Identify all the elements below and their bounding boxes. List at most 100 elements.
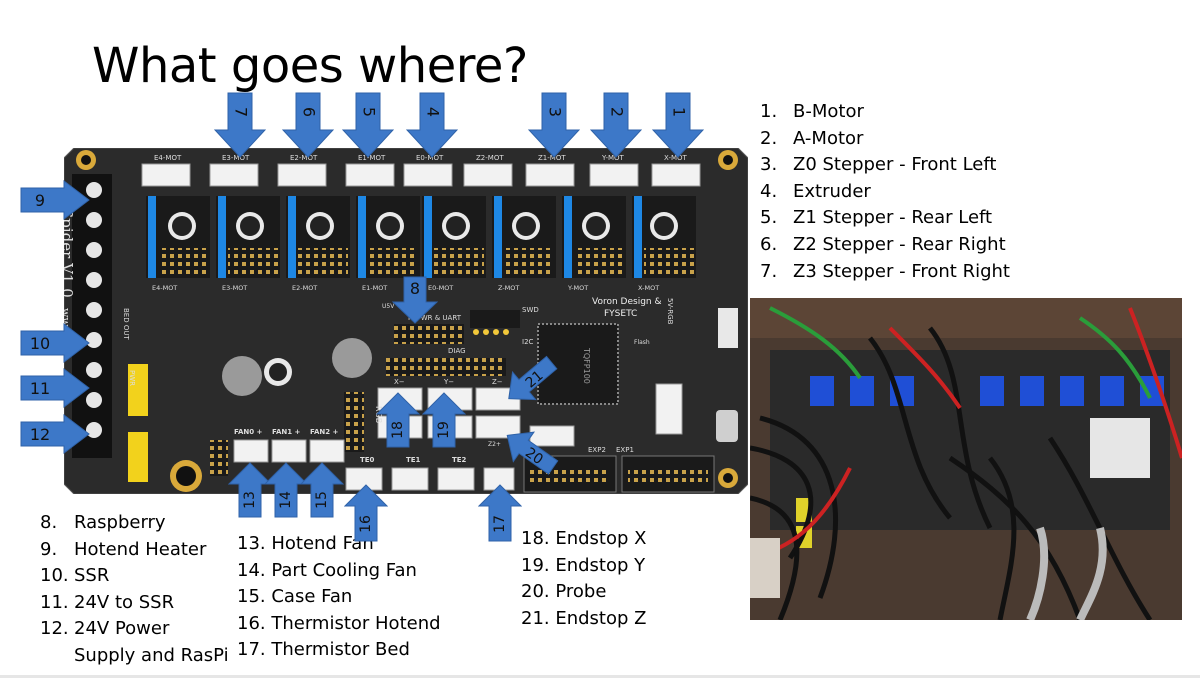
legend-item: 1.B-Motor (760, 101, 864, 122)
svg-text:4: 4 (424, 107, 443, 117)
legend-item: 16. Thermistor Hotend (237, 612, 441, 634)
svg-text:19: 19 (436, 421, 452, 439)
svg-text:5V-RGB: 5V-RGB (666, 298, 674, 325)
svg-text:15: 15 (314, 491, 330, 509)
svg-text:Z2+: Z2+ (488, 441, 501, 448)
svg-text:16: 16 (358, 515, 374, 533)
callout-arrow-3: 3 (528, 92, 580, 158)
callout-arrow-9: 9 (20, 180, 90, 220)
svg-text:E2-MOT: E2-MOT (292, 284, 317, 292)
svg-text:TE2: TE2 (452, 456, 467, 464)
svg-text:10: 10 (30, 334, 50, 353)
legend-item: 19. Endstop Y (521, 554, 646, 576)
legend-item: 11.24V to SSR (40, 591, 175, 613)
svg-text:PWR: PWR (128, 370, 136, 386)
svg-text:6: 6 (300, 107, 319, 117)
callout-arrow-7: 7 (214, 92, 266, 158)
callout-arrow-20: 20 (506, 431, 559, 475)
legend-item: 2.A-Motor (760, 127, 864, 149)
legend-item: 7.Z3 Stepper - Front Right (760, 260, 1010, 282)
svg-text:E2-MOT: E2-MOT (290, 154, 318, 162)
svg-text:E3-MOT: E3-MOT (222, 154, 250, 162)
callout-arrow-2: 2 (590, 92, 642, 158)
callout-arrow-19: 19 (422, 392, 466, 448)
legend-item-continuation: Supply and RasPi (74, 644, 229, 666)
stepper-legend-list: 1.B-Motor 2.A-Motor 3.Z0 Stepper - Front… (760, 99, 1010, 285)
svg-text:www.: www. (64, 308, 72, 338)
svg-text:I2C: I2C (522, 338, 534, 346)
svg-text:FYSETC: FYSETC (604, 309, 637, 319)
svg-text:14: 14 (278, 491, 294, 509)
svg-text:SWD: SWD (522, 306, 539, 314)
svg-text:Spider V1.0: Spider V1.0 (64, 208, 76, 298)
svg-text:Z-MOT: Z-MOT (498, 284, 519, 292)
callout-arrow-1: 1 (652, 92, 704, 158)
svg-text:EXP1: EXP1 (616, 446, 634, 454)
slide-bottom-rule (0, 675, 1200, 678)
svg-text:U5V: U5V (382, 303, 395, 310)
callout-arrow-12: 12 (20, 414, 90, 454)
svg-text:9: 9 (35, 191, 45, 210)
legend-item: 6.Z2 Stepper - Rear Right (760, 233, 1006, 255)
svg-text:E1-MOT: E1-MOT (358, 154, 386, 162)
svg-text:E0-MOT: E0-MOT (416, 154, 444, 162)
stepper-driver-row (146, 196, 696, 278)
legend-item: 9.Hotend Heater (40, 538, 207, 560)
callout-arrow-4: 4 (406, 92, 458, 158)
legend-item: 17. Thermistor Bed (237, 639, 410, 661)
svg-text:11: 11 (30, 379, 50, 398)
svg-text:TE0: TE0 (360, 456, 375, 464)
svg-text:FAN0 +: FAN0 + (234, 428, 263, 436)
svg-text:X−: X− (394, 378, 405, 386)
svg-text:Flash: Flash (634, 339, 650, 346)
svg-text:3: 3 (546, 107, 565, 117)
endstop-legend-list: 18. Endstop X 19. Endstop Y 20. Probe 21… (521, 526, 646, 632)
callout-arrow-13: 13 (228, 462, 272, 518)
svg-text:BED OUT: BED OUT (122, 308, 130, 340)
svg-text:2: 2 (608, 107, 627, 117)
svg-text:1: 1 (670, 107, 689, 117)
fan-legend-list: 13. Hotend Fan 14. Part Cooling Fan 15. … (237, 531, 441, 664)
svg-text:Z2-MOT: Z2-MOT (476, 154, 504, 162)
legend-item: 8.Raspberry (40, 512, 166, 533)
svg-text:Z−: Z− (492, 378, 503, 386)
svg-text:E1-MOT: E1-MOT (362, 284, 387, 292)
svg-text:8: 8 (410, 279, 420, 298)
svg-text:Y-MOT: Y-MOT (567, 284, 588, 292)
svg-text:5: 5 (360, 107, 379, 117)
svg-text:Y-MOT: Y-MOT (601, 154, 625, 162)
svg-text:X-MOT: X-MOT (664, 154, 688, 162)
callout-arrow-8: 8 (392, 276, 438, 324)
svg-text:18: 18 (390, 421, 406, 439)
svg-text:12: 12 (30, 425, 50, 444)
svg-text:DIAG: DIAG (448, 347, 466, 355)
svg-text:E0-MOT: E0-MOT (428, 284, 453, 292)
callout-arrow-6: 6 (282, 92, 334, 158)
callout-arrow-21: 21 (508, 355, 558, 401)
callout-arrow-11: 11 (20, 368, 90, 408)
legend-item: 12.24V Power (40, 618, 170, 640)
svg-text:PI PWR & UART: PI PWR & UART (408, 314, 462, 322)
svg-text:Y−: Y− (443, 378, 454, 386)
top-motor-connectors (141, 163, 701, 187)
legend-item: 14. Part Cooling Fan (237, 559, 417, 581)
svg-text:Voron Design &: Voron Design & (592, 297, 662, 307)
legend-item: 3.Z0 Stepper - Front Left (760, 154, 997, 176)
svg-text:E3-MOT: E3-MOT (222, 284, 247, 292)
thermistor-connectors (345, 467, 515, 491)
legend-item: 21. Endstop Z (521, 607, 647, 629)
svg-text:TQFP100: TQFP100 (582, 347, 591, 384)
fan-connectors (233, 439, 345, 463)
svg-text:EXP2: EXP2 (588, 446, 606, 454)
callout-arrow-15: 15 (300, 462, 344, 518)
svg-text:E4-MOT: E4-MOT (154, 154, 182, 162)
svg-text:FAN2 +: FAN2 + (310, 428, 339, 436)
power-terminal-block (72, 174, 112, 458)
legend-item: 20. Probe (521, 581, 607, 603)
legend-item: 10.SSR (40, 565, 110, 587)
legend-item: 18. Endstop X (521, 528, 647, 549)
svg-text:7: 7 (232, 107, 251, 117)
callout-arrow-5: 5 (342, 92, 394, 158)
svg-text:X-MOT: X-MOT (638, 284, 659, 292)
